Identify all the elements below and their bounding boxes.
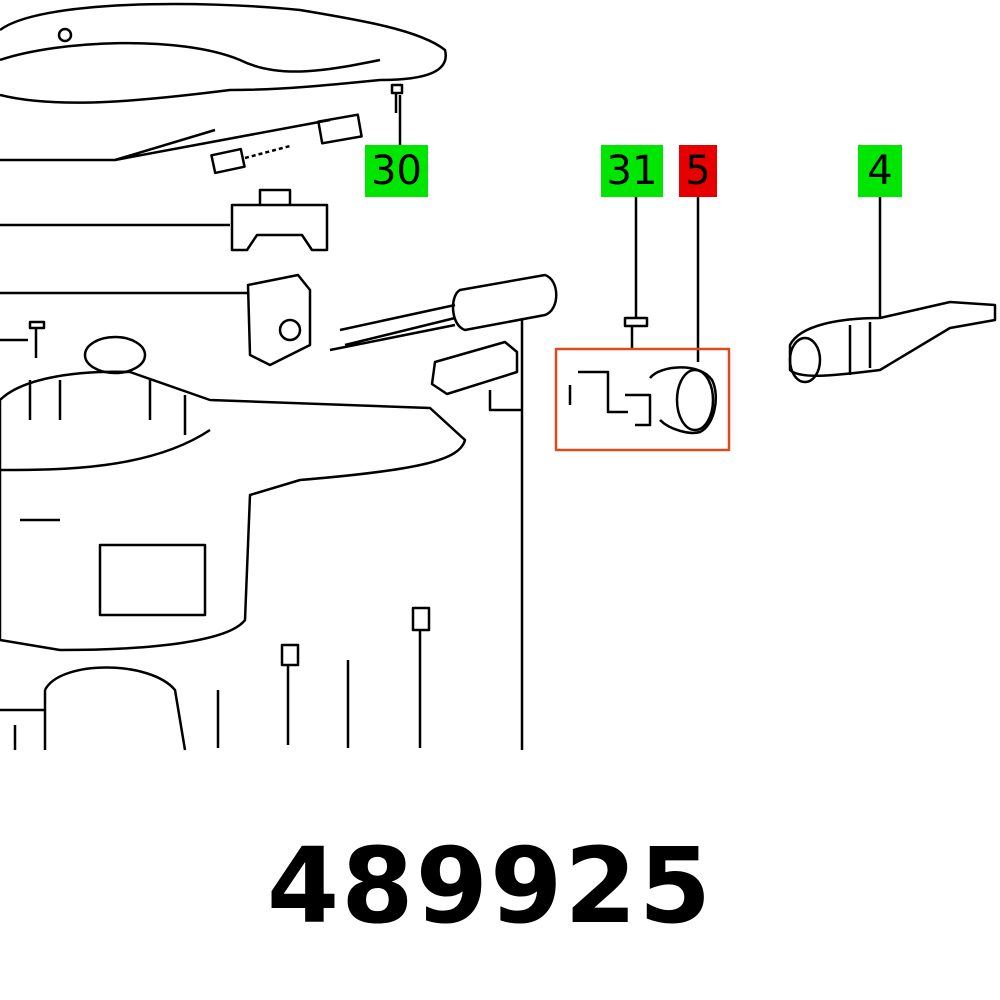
- highlight-box: [554, 347, 731, 452]
- part-number: 489925: [266, 825, 714, 947]
- callout-30[interactable]: 30: [365, 145, 428, 197]
- terminal-part: [280, 643, 300, 745]
- screw-part-31: [623, 316, 649, 348]
- top-cover-part: [0, 2, 447, 104]
- callout-4[interactable]: 4: [858, 145, 902, 197]
- switch-module-part: [246, 273, 312, 367]
- brush-holder-part: [230, 188, 329, 252]
- cable-sleeve-part-4: [788, 300, 997, 378]
- carbon-brush-part: [210, 147, 246, 175]
- armature-part: [43, 666, 187, 751]
- callout-31[interactable]: 31: [601, 145, 663, 197]
- callout-5[interactable]: 5: [679, 145, 717, 197]
- brush-holder-small-part: [317, 113, 363, 145]
- switch-part-5: [568, 366, 717, 435]
- terminal-part-2: [411, 606, 431, 748]
- motor-housing-part: [0, 370, 467, 652]
- screw-part-30: [390, 83, 404, 113]
- cable-clamp-part: [430, 340, 519, 396]
- capacitor-part: [451, 273, 558, 332]
